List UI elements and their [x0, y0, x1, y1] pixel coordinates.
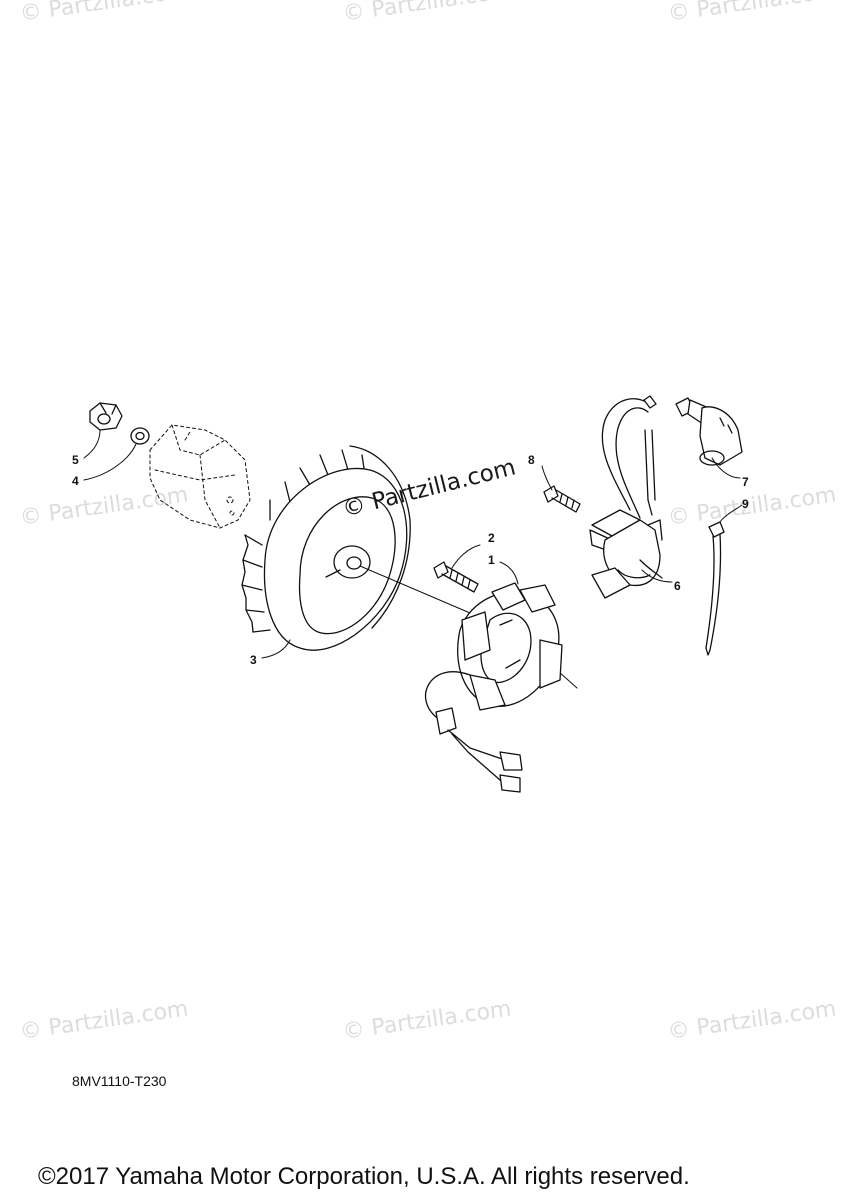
ignition-coil-part	[589, 395, 663, 599]
callout-4: 4	[72, 474, 79, 488]
drawing-code: 8MV1110-T230	[72, 1073, 167, 1089]
spark-plug-cap-part	[675, 397, 743, 466]
stator-bolt-part	[433, 561, 479, 593]
callout-3: 3	[250, 653, 257, 667]
callout-7: 7	[742, 475, 749, 489]
coil-bolt-part	[543, 485, 581, 513]
callout-6: 6	[674, 579, 681, 593]
callout-1: 1	[488, 553, 495, 567]
callout-5: 5	[72, 453, 79, 467]
cable-tie-part	[705, 521, 725, 656]
flywheel-part	[241, 445, 411, 651]
nut-part	[89, 402, 123, 431]
callout-2: 2	[488, 531, 495, 545]
crankcase-ghost-part	[149, 424, 251, 529]
callout-9: 9	[742, 497, 749, 511]
leader-lines	[83, 429, 743, 659]
callout-8: 8	[528, 453, 535, 467]
copyright-notice: ©2017 Yamaha Motor Corporation, U.S.A. A…	[38, 1163, 690, 1190]
washer-part	[130, 427, 150, 445]
stator-part	[424, 582, 563, 793]
